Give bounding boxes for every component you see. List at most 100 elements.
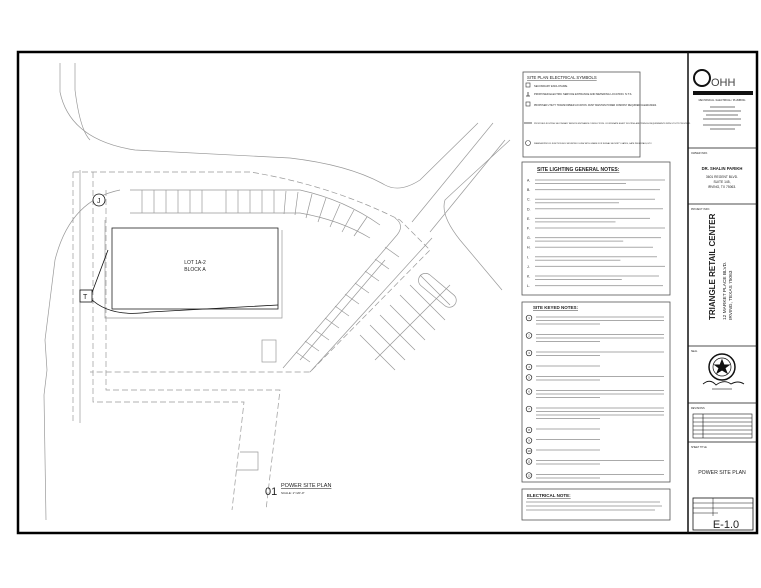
lighting-note-letter: K.	[527, 275, 530, 279]
parking-edge	[282, 217, 401, 369]
plan-scale: SCALE: 1"=20'-0"	[281, 491, 305, 495]
keyed-note-number: 7	[528, 407, 530, 411]
owner-name: DR. SHALIN PARIKH	[702, 166, 743, 171]
lighting-notes-list: A. B. C. D. E. F. G. H. I. J. K. L.	[527, 179, 665, 288]
firm-discipline: MECHANICAL / ELECTRICAL / PLUMBING	[699, 99, 746, 102]
transformer	[79, 289, 93, 303]
symbol-label: SECONDARY ENCLOSURE.	[534, 84, 568, 88]
lighting-note-letter: C.	[527, 198, 531, 202]
symbol-label: PROPOSED ELECTRIC SERVICE ENTRANCE AND M…	[534, 92, 632, 96]
keyed-note-number: 12	[527, 474, 531, 478]
junction-circle	[92, 193, 106, 207]
lighting-note-letter: B.	[527, 188, 530, 192]
title-block	[687, 52, 757, 533]
keyed-note-marker	[525, 437, 533, 444]
road-edge	[429, 139, 506, 233]
keyed-note-marker	[525, 388, 533, 395]
sheet-title: POWER SITE PLAN	[698, 470, 746, 476]
keyed-notes-heading: SITE KEYED NOTES:	[533, 305, 579, 310]
keyed-note-number: 4	[528, 365, 530, 369]
lighting-note-letter: A.	[527, 179, 530, 183]
lighting-note-letter: H.	[527, 246, 531, 250]
structure	[261, 339, 277, 363]
block-label: BLOCK A	[184, 267, 206, 273]
project-label: PROJECT INFO.	[691, 208, 710, 211]
keyed-note-marker	[525, 458, 533, 465]
service-entrance-icon	[526, 92, 530, 97]
firm-logo-text: OHH	[711, 77, 736, 89]
keyed-note-number: 8	[528, 428, 530, 432]
road-edge	[411, 122, 494, 223]
building-outline	[111, 227, 279, 310]
electrical-note-text	[526, 501, 662, 511]
structure	[236, 451, 259, 471]
project-name: TRIANGLE RETAIL CENTER	[708, 213, 717, 320]
keyed-note-marker	[525, 363, 533, 371]
lighting-notes-heading: SITE LIGHTING GENERAL NOTES:	[537, 167, 620, 173]
lighting-note-letter: J.	[527, 265, 530, 269]
property-line	[92, 172, 245, 511]
keyed-note-marker	[525, 472, 533, 479]
parking-stalls	[295, 246, 400, 363]
owner-address-1: 3601 REGENT BLVD.	[706, 175, 738, 179]
site-plan	[43, 63, 511, 521]
keyed-note-number: 1	[528, 316, 530, 320]
keyed-note-number: 11	[528, 460, 531, 464]
property-line	[105, 190, 281, 511]
lot-label: LOT 1A-2	[184, 260, 206, 266]
owner-address-2: SUITE 145,	[713, 180, 730, 184]
lighting-note-letter: E.	[527, 217, 530, 221]
owner-address-3: IRVING, TX 75063.	[708, 185, 736, 189]
road-edge	[59, 63, 479, 189]
keyed-note-marker	[525, 374, 533, 381]
road-edge	[74, 63, 91, 141]
plan-number: 01	[265, 486, 277, 498]
parking-edge	[309, 237, 433, 373]
lighting-note-letter: D.	[527, 207, 531, 211]
lighting-notes-box	[521, 161, 671, 296]
parking-stalls	[141, 190, 368, 237]
firm-logo	[693, 69, 753, 95]
lighting-note-letter: I.	[527, 255, 529, 259]
parking-edge	[130, 212, 371, 239]
keyed-note-number: 5	[528, 376, 530, 380]
transformer-tag: T	[83, 294, 88, 301]
owner-label: OWNER INFO.	[691, 152, 708, 155]
sheet-info-table	[693, 498, 753, 516]
revisions-label: REVISIONS	[691, 407, 705, 410]
symbol-label: PROPOSED ROUTING SECONDARY SERVICE ENTRA…	[534, 122, 691, 125]
electrical-note-heading: ELECTRICAL NOTE:	[527, 493, 571, 498]
keyed-note-marker	[525, 349, 533, 357]
firm-info	[703, 106, 741, 130]
curb	[104, 220, 283, 319]
transformer-pad-icon	[525, 101, 531, 107]
keyed-note-marker	[525, 332, 533, 339]
keyed-note-marker	[525, 314, 533, 322]
keyed-note-number: 6	[528, 390, 530, 394]
seal-label: SEAL	[691, 350, 698, 353]
engineer-seal	[702, 353, 745, 390]
keyed-note-marker	[525, 426, 533, 434]
keyed-note-marker	[525, 447, 533, 455]
symbols-box	[522, 71, 641, 158]
keyed-note-number: 2	[528, 334, 530, 338]
revisions-table	[692, 413, 753, 439]
island	[418, 273, 457, 308]
enclosure-icon	[525, 82, 531, 88]
lot-edge	[43, 189, 121, 521]
road-edge	[443, 139, 511, 291]
project-address-1: 12 MARKET PLACE BLVD.	[722, 262, 728, 320]
property-line	[73, 171, 431, 373]
sheet-number: E-1.0	[713, 519, 739, 531]
lighting-note-letter: L.	[527, 284, 530, 288]
parking-edge	[130, 189, 381, 226]
keyed-note-marker	[525, 405, 533, 413]
symbol-label: WEATHERPROOF JUNCTION BOX MOUNTED FLUSH …	[534, 142, 653, 145]
lighting-note-letter: F.	[527, 227, 530, 231]
crosswalk	[359, 274, 451, 371]
lighting-note-letter: G.	[527, 236, 531, 240]
parking-edge	[299, 259, 386, 361]
project-address-2: IRVING, TEXAS 75063	[728, 270, 734, 320]
keyed-notes-box	[521, 301, 671, 483]
